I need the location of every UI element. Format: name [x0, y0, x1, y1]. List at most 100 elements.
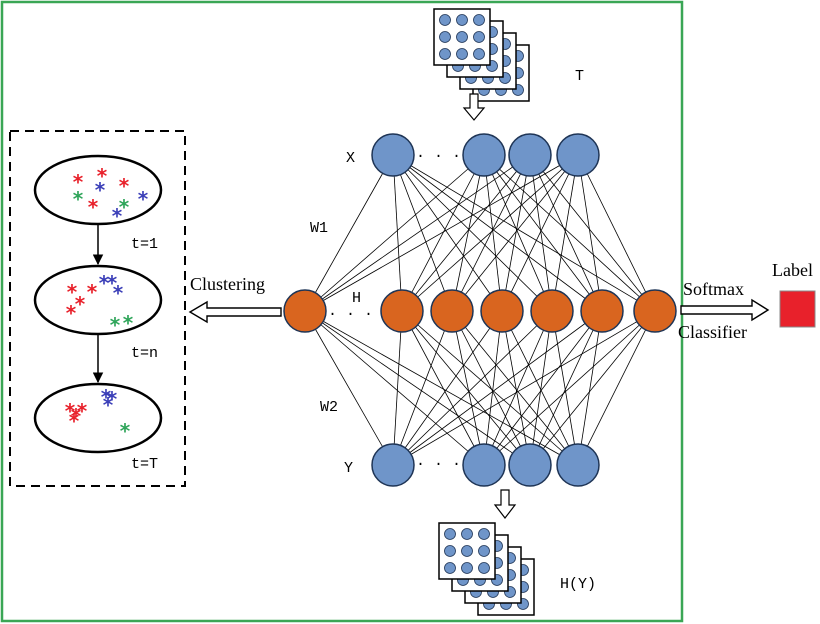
cluster-star-tT-2: *	[77, 399, 88, 423]
output-image-stack	[438, 522, 535, 616]
output-pixel	[444, 562, 456, 574]
edge-w2	[483, 310, 656, 466]
input-pixel	[473, 48, 485, 60]
cluster-star-t1-6: *	[119, 195, 130, 219]
output-pixel	[461, 562, 473, 574]
label-square	[779, 290, 816, 328]
input-pixel	[473, 14, 485, 26]
cluster-label-t1: t=1	[131, 236, 158, 253]
output-pixel	[444, 528, 456, 540]
cluster-star-t1-2: *	[119, 174, 130, 198]
ellipsis-y: · · ·	[416, 456, 461, 473]
weights-label-w2: W2	[320, 399, 338, 416]
edge-w2	[401, 310, 531, 466]
weights-label-w1: W1	[310, 220, 328, 237]
edge-w2	[304, 310, 579, 466]
edge-w2	[529, 310, 553, 466]
edge-w1	[392, 154, 603, 312]
cluster-star-tn-1: *	[87, 280, 98, 304]
clustering-arrow	[188, 300, 282, 324]
edge-w2	[304, 310, 531, 466]
edge-w1	[401, 154, 485, 312]
hidden-node-1	[380, 289, 424, 333]
input-pixel	[439, 48, 451, 60]
softmax-label: Softmax	[683, 279, 744, 299]
edge-w1	[529, 154, 553, 312]
hidden-node-3	[480, 289, 524, 333]
edge-w2	[392, 310, 553, 466]
input-down-arrow	[462, 93, 486, 121]
output-node-3	[556, 443, 600, 487]
cluster-star-t1-5: *	[88, 195, 99, 219]
cluster-ellipse-tT	[33, 382, 163, 454]
input-node-1	[462, 133, 506, 177]
edge-w2	[392, 310, 656, 466]
edge-w1	[451, 154, 531, 312]
edge-w1	[304, 154, 485, 312]
cluster-star-tT-3: *	[69, 409, 80, 433]
edge-w2	[392, 310, 403, 466]
output-node-0	[371, 443, 415, 487]
cluster-star-tT-6: *	[103, 393, 114, 417]
cluster-panel	[9, 130, 186, 487]
cluster-label-tT: t=T	[131, 456, 158, 473]
cluster-star-tT-1: *	[71, 404, 82, 428]
edge-w1	[577, 154, 656, 312]
cluster-star-tn-2: *	[75, 292, 86, 316]
edge-w1	[392, 154, 553, 312]
edge-w2	[483, 310, 553, 466]
input-label-t: T	[575, 68, 584, 85]
edge-w1	[577, 154, 603, 312]
cluster-star-tT-0: *	[65, 399, 76, 423]
edge-w2	[304, 310, 394, 466]
label-title: Label	[772, 260, 813, 280]
edge-w1	[304, 154, 394, 312]
edge-w1	[529, 154, 603, 312]
edge-w1	[304, 154, 579, 312]
input-pixel	[473, 31, 485, 43]
cluster-star-tT-4: *	[101, 385, 112, 409]
edge-w1	[529, 154, 656, 312]
network-nodes	[283, 133, 677, 487]
edge-w1	[392, 154, 656, 312]
output-node-1	[462, 443, 506, 487]
softmax-arrow	[680, 298, 770, 322]
edge-w2	[304, 310, 485, 466]
edge-w2	[392, 310, 453, 466]
hidden-node-4	[530, 289, 574, 333]
output-pixel	[444, 545, 456, 557]
input-pixel	[439, 31, 451, 43]
edge-w1	[483, 154, 553, 312]
edge-w2	[483, 310, 503, 466]
edge-w1	[451, 154, 579, 312]
edge-w1	[392, 154, 453, 312]
output-pixel	[478, 545, 490, 557]
input-node-0	[371, 133, 415, 177]
hidden-node-5	[580, 289, 624, 333]
input-node-3	[556, 133, 600, 177]
edge-w2	[501, 310, 531, 466]
edge-w2	[529, 310, 656, 466]
cluster-star-t1-1: *	[97, 164, 108, 188]
edge-w1	[392, 154, 403, 312]
cluster-star-tn-8: *	[123, 311, 134, 335]
network-edges	[304, 154, 656, 466]
ellipsis-h: · · ·	[328, 306, 373, 323]
cluster-star-tn-0: *	[67, 280, 78, 304]
edge-w1	[304, 154, 531, 312]
hidden-node-6	[633, 289, 677, 333]
input-pixel	[456, 14, 468, 26]
edge-w1	[451, 154, 485, 312]
cluster-star-tn-7: *	[110, 313, 121, 337]
edge-w2	[392, 310, 503, 466]
edge-w2	[551, 310, 579, 466]
edge-w1	[551, 154, 579, 312]
edge-w1	[483, 154, 603, 312]
edge-w1	[401, 154, 531, 312]
edge-w2	[501, 310, 579, 466]
input-pixel	[439, 14, 451, 26]
cluster-stars: **************************	[65, 164, 149, 443]
clustering-label: Clustering	[190, 274, 265, 294]
cluster-label-tn: t=n	[131, 345, 158, 362]
cluster-star-t1-8: *	[138, 187, 149, 211]
